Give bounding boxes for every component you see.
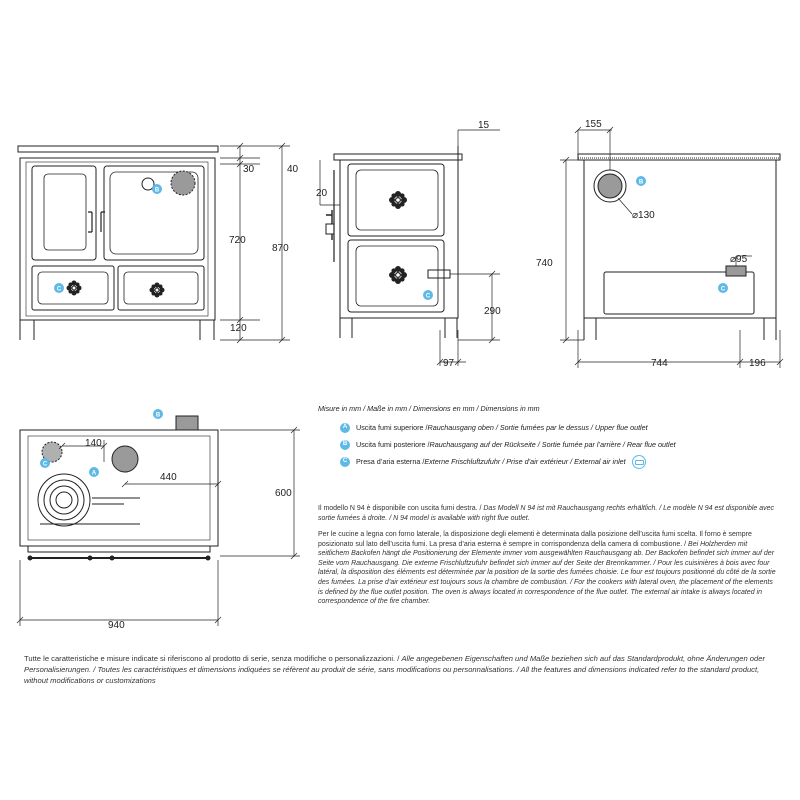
dim-rear-height: 740 xyxy=(536,258,553,269)
legend: Misure in mm / Maße in mm / Dimensions e… xyxy=(318,403,778,470)
rosette-right xyxy=(149,282,165,298)
dim-rear-offset: 155 xyxy=(585,119,602,130)
badge-a-top xyxy=(89,467,99,477)
badge-b-front xyxy=(152,184,162,194)
rear-lower-panel xyxy=(603,271,755,315)
dim-top-distance: 440 xyxy=(160,472,177,483)
front-hob-plate xyxy=(17,145,219,153)
badge-a-top-label: A xyxy=(92,471,97,477)
badge-b-top-label: B xyxy=(156,413,161,419)
legend-title: Misure in mm / Maße in mm / Dimensions e… xyxy=(318,404,540,413)
badge-b-rear-label: B xyxy=(639,180,644,186)
front-view xyxy=(17,145,219,340)
legend-item-c-translations: Externe Frischluftzufuhr / Prise d’air e… xyxy=(424,457,626,466)
drawer-right xyxy=(117,265,205,311)
dim-front-hob: 30 xyxy=(243,164,255,175)
badge-c-front-label: C xyxy=(57,287,62,293)
legend-item-a-translations: Rauchausgang oben / Sortie fumées par le… xyxy=(427,423,648,432)
legend-item-b: B Uscita fumi posteriore / Rauchausgang … xyxy=(318,436,778,453)
dim-rear-flue: ⌀130 xyxy=(632,210,655,221)
dim-top-depth: 600 xyxy=(275,488,292,499)
rear-view xyxy=(577,153,781,340)
badge-b-front-label: B xyxy=(155,188,160,194)
model-note-translations: Das Modell N 94 ist mit Rauchausgang rec… xyxy=(318,505,775,522)
model-note-text: Il modello N 94 è disponibile con uscita… xyxy=(318,505,484,512)
badge-a-icon: A xyxy=(340,422,350,433)
badge-c-front xyxy=(54,283,64,293)
badge-b-icon: B xyxy=(340,439,350,450)
dim-front-base: 120 xyxy=(230,323,247,334)
dim-rear-inlet: ⌀95 xyxy=(730,254,748,265)
dim-side-inlet: 290 xyxy=(484,306,501,317)
badge-c-rear xyxy=(718,283,728,293)
legend-item-a-text: Uscita fumi superiore / xyxy=(356,423,428,432)
footer-disclaimer: Tutte le caratteristiche e misure indica… xyxy=(24,653,784,686)
rosette-side-top xyxy=(389,191,407,209)
top-flue-outlet xyxy=(111,445,139,473)
oven-door xyxy=(103,165,205,261)
footer-translations: Alle angegebenen Eigenschaften und Maße … xyxy=(24,654,765,685)
dim-top-offset: 140 xyxy=(85,438,102,449)
legend-item-b-text: Uscita fumi posteriore / xyxy=(356,440,430,449)
top-flue-outline xyxy=(41,441,63,463)
legend-item-a: A Uscita fumi superiore / Rauchausgang o… xyxy=(318,419,778,436)
side-dimensions xyxy=(319,129,500,366)
side-upper-door xyxy=(347,163,445,237)
hob-ring-outer xyxy=(37,473,91,527)
dim-rear-width: 744 xyxy=(651,358,668,369)
oven-note: Per le cucine a legna con forno laterale… xyxy=(318,530,778,607)
dim-side-left: 20 xyxy=(316,188,328,199)
top-view xyxy=(19,415,219,561)
dim-rear-right: 196 xyxy=(749,358,766,369)
badge-c-top xyxy=(40,458,50,468)
badge-c-side xyxy=(423,290,433,300)
dim-top-width: 940 xyxy=(108,620,125,631)
badge-b-rear xyxy=(636,176,646,186)
legend-item-c: C Presa d’aria esterna / Externe Frischl… xyxy=(318,453,778,470)
rear-dimensions xyxy=(560,126,784,368)
badge-c-rear-label: C xyxy=(721,287,726,293)
dim-front-top: 40 xyxy=(287,164,299,175)
dim-side-depth: 97 xyxy=(443,358,455,369)
air-inlet-icon xyxy=(631,454,646,469)
front-dimensions xyxy=(220,142,290,344)
footer-text: Tutte le caratteristiche e misure indica… xyxy=(24,654,402,663)
dim-side-top: 15 xyxy=(478,120,490,131)
oven-note-translations: Bei Holzherden mit seitlichem Backofen h… xyxy=(318,540,776,606)
dim-front-total: 870 xyxy=(272,243,289,254)
oven-handle xyxy=(100,211,105,232)
side-view xyxy=(325,146,463,338)
top-dimensions xyxy=(16,426,300,626)
legend-item-c-text: Presa d’aria esterna / xyxy=(356,457,425,466)
dim-front-oven: 720 xyxy=(229,235,246,246)
rosette-side-bottom xyxy=(389,266,407,284)
firebox-handle xyxy=(88,211,93,233)
legend-item-b-translations: Rauchausgang auf der Rückseite / Sortie … xyxy=(429,440,676,449)
model-note: Il modello N 94 è disponibile con uscita… xyxy=(318,504,778,523)
badge-c-side-label: C xyxy=(426,294,431,300)
badge-c-top-label: C xyxy=(43,462,48,468)
drawer-left xyxy=(31,265,115,311)
rear-flue-outline xyxy=(170,170,196,196)
firebox-door xyxy=(31,165,97,261)
side-lower-door xyxy=(347,239,445,313)
oven-note-text: Per le cucine a legna con forno laterale… xyxy=(318,531,752,548)
badge-c-icon: C xyxy=(340,456,350,467)
badge-b-top xyxy=(153,409,163,419)
rosette-left xyxy=(66,280,82,296)
